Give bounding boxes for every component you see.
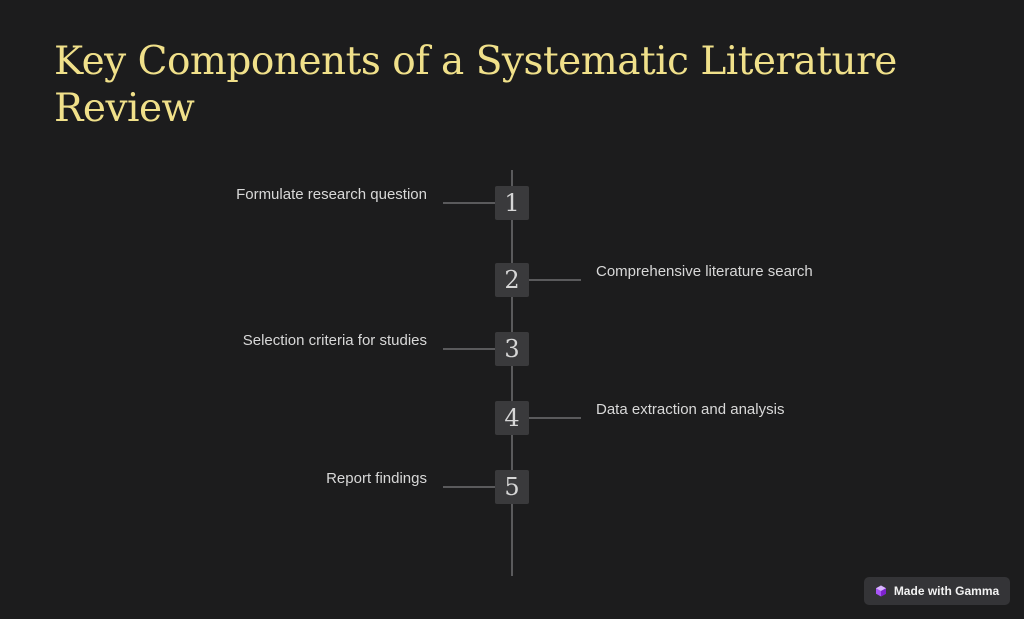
step-label: Data extraction and analysis: [596, 401, 785, 418]
step-label: Formulate research question: [236, 186, 427, 203]
step-connector: [443, 348, 495, 350]
slide-title: Key Components of a Systematic Literatur…: [54, 39, 897, 131]
timeline-line: [511, 170, 513, 576]
timeline-step-1: Formulate research question 1: [0, 186, 1024, 220]
step-connector: [529, 279, 581, 281]
timeline-step-4: 4 Data extraction and analysis: [0, 401, 1024, 435]
step-label: Comprehensive literature search: [596, 263, 813, 280]
step-label: Selection criteria for studies: [242, 332, 427, 349]
step-number-box: 5: [495, 470, 529, 504]
step-connector: [529, 417, 581, 419]
step-number-box: 2: [495, 263, 529, 297]
timeline-step-2: 2 Comprehensive literature search: [0, 263, 1024, 297]
step-label: Report findings: [326, 470, 427, 487]
step-number-box: 3: [495, 332, 529, 366]
made-with-gamma-badge[interactable]: Made with Gamma: [864, 577, 1010, 605]
gamma-logo-icon: [875, 585, 886, 597]
timeline-step-3: Selection criteria for studies 3: [0, 332, 1024, 366]
badge-label: Made with Gamma: [893, 584, 1000, 598]
step-connector: [443, 486, 495, 488]
step-number-box: 4: [495, 401, 529, 435]
step-number-box: 1: [495, 186, 529, 220]
step-connector: [443, 202, 495, 204]
timeline-step-5: Report findings 5: [0, 470, 1024, 504]
